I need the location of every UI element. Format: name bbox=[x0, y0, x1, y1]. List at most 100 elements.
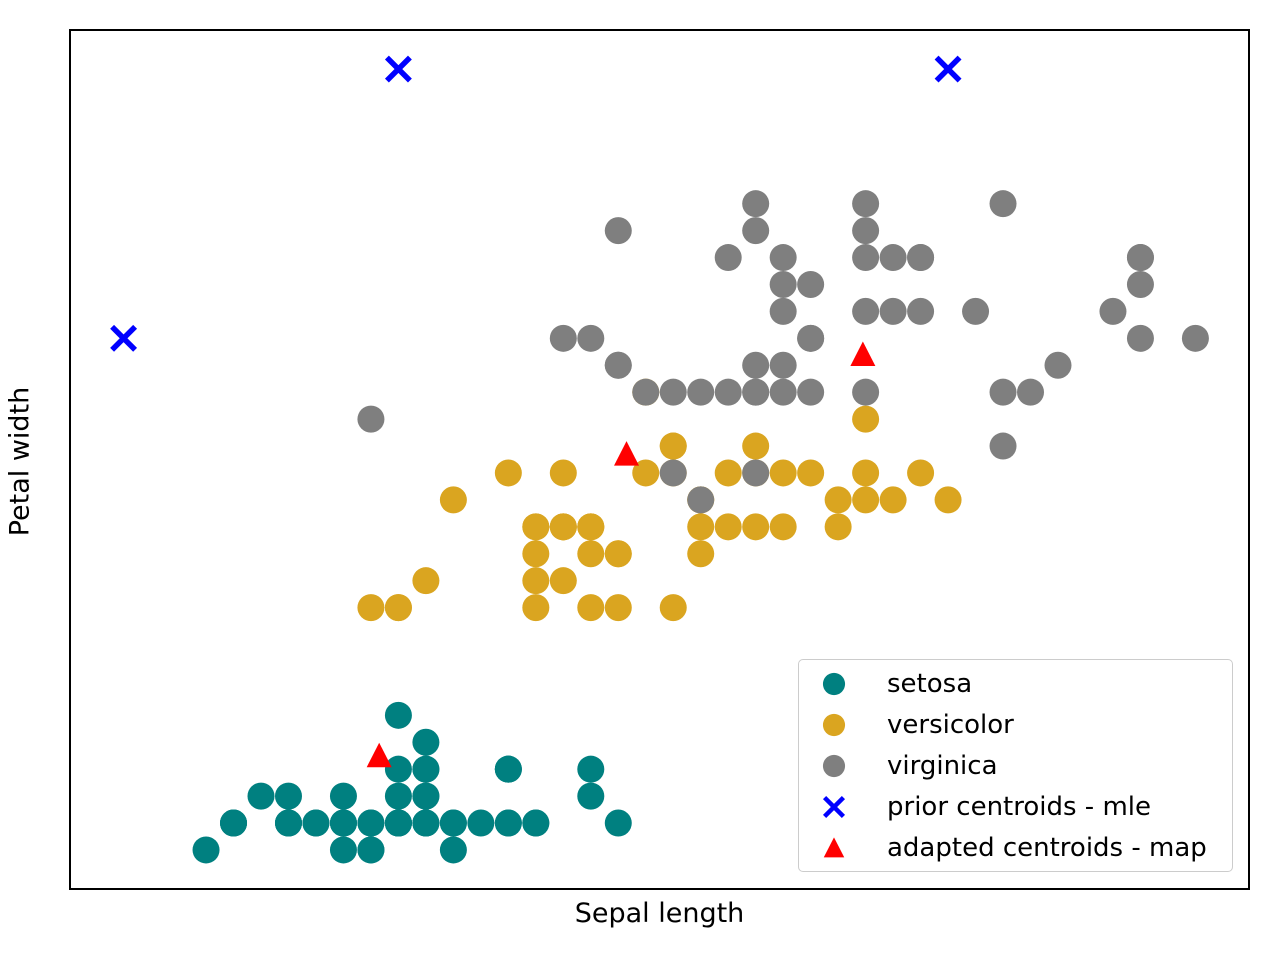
point-setosa bbox=[384, 701, 412, 729]
point-versicolor bbox=[769, 513, 797, 541]
point-virginica bbox=[714, 378, 742, 406]
point-virginica bbox=[879, 244, 907, 272]
point-prior-centroids-mle bbox=[384, 55, 412, 83]
point-versicolor bbox=[907, 459, 935, 487]
point-versicolor bbox=[742, 432, 770, 460]
point-versicolor bbox=[659, 594, 687, 622]
legend-glyph-prior-centroids-mle bbox=[822, 795, 846, 818]
point-versicolor bbox=[549, 567, 577, 595]
point-setosa bbox=[329, 809, 357, 837]
point-adapted-centroids-map bbox=[850, 341, 876, 366]
legend-item-setosa: setosa bbox=[799, 664, 1232, 704]
point-versicolor bbox=[384, 594, 412, 622]
point-virginica bbox=[357, 405, 385, 433]
point-virginica bbox=[769, 378, 797, 406]
point-versicolor bbox=[549, 513, 577, 541]
point-versicolor bbox=[577, 513, 605, 541]
point-virginica bbox=[687, 378, 715, 406]
point-versicolor bbox=[687, 513, 715, 541]
point-setosa bbox=[577, 755, 605, 783]
point-virginica bbox=[659, 459, 687, 487]
point-virginica bbox=[852, 190, 880, 218]
point-versicolor bbox=[824, 486, 852, 514]
legend: setosa versicolor virginica prior centro… bbox=[798, 659, 1233, 872]
point-virginica bbox=[632, 378, 660, 406]
point-setosa bbox=[247, 782, 275, 810]
point-virginica bbox=[852, 244, 880, 272]
point-setosa bbox=[467, 809, 495, 837]
versicolor-marker-icon bbox=[799, 708, 869, 742]
point-virginica bbox=[577, 324, 605, 352]
point-versicolor bbox=[577, 540, 605, 568]
point-adapted-centroids-map bbox=[366, 742, 392, 768]
point-versicolor bbox=[522, 540, 550, 568]
point-adapted-centroids-map bbox=[614, 441, 640, 466]
point-virginica bbox=[742, 459, 770, 487]
point-versicolor bbox=[934, 486, 962, 514]
legend-label-versicolor: versicolor bbox=[887, 709, 1014, 740]
point-virginica bbox=[1126, 244, 1154, 272]
point-virginica bbox=[769, 244, 797, 272]
point-virginica bbox=[989, 378, 1017, 406]
point-versicolor bbox=[852, 486, 880, 514]
point-virginica bbox=[687, 486, 715, 514]
point-versicolor bbox=[824, 513, 852, 541]
point-versicolor bbox=[412, 567, 440, 595]
point-virginica bbox=[769, 270, 797, 298]
point-virginica bbox=[852, 297, 880, 325]
point-setosa bbox=[412, 728, 440, 756]
legend-label-virginica: virginica bbox=[887, 750, 998, 781]
point-versicolor bbox=[549, 459, 577, 487]
point-setosa bbox=[412, 755, 440, 783]
point-versicolor bbox=[659, 432, 687, 460]
adapted-centroids-triangle-icon bbox=[799, 831, 869, 865]
point-setosa bbox=[220, 809, 248, 837]
point-virginica bbox=[1044, 351, 1072, 379]
point-virginica bbox=[907, 244, 935, 272]
x-axis-label: Sepal length bbox=[574, 898, 745, 929]
point-setosa bbox=[494, 809, 522, 837]
point-virginica bbox=[769, 297, 797, 325]
point-setosa bbox=[384, 809, 412, 837]
point-virginica bbox=[1099, 297, 1127, 325]
point-setosa bbox=[604, 809, 632, 837]
point-versicolor bbox=[714, 513, 742, 541]
point-setosa bbox=[412, 782, 440, 810]
legend-item-adapted-centroids-map: adapted centroids - map bbox=[799, 828, 1232, 868]
legend-label-adapted-centroids-map: adapted centroids - map bbox=[887, 832, 1207, 863]
point-virginica bbox=[604, 351, 632, 379]
prior-centroids-x-icon bbox=[799, 790, 869, 824]
point-versicolor bbox=[357, 594, 385, 622]
legend-glyph-virginica bbox=[822, 754, 846, 777]
point-virginica bbox=[797, 324, 825, 352]
point-virginica bbox=[989, 432, 1017, 460]
point-virginica bbox=[852, 217, 880, 245]
point-virginica bbox=[742, 217, 770, 245]
legend-label-setosa: setosa bbox=[887, 668, 973, 699]
point-setosa bbox=[329, 836, 357, 864]
point-versicolor bbox=[852, 459, 880, 487]
legend-glyph-adapted-centroids-map bbox=[823, 836, 845, 857]
legend-item-virginica: virginica bbox=[799, 746, 1232, 786]
point-versicolor bbox=[742, 513, 770, 541]
point-virginica bbox=[852, 378, 880, 406]
point-virginica bbox=[1017, 378, 1045, 406]
point-setosa bbox=[274, 809, 302, 837]
point-setosa bbox=[439, 836, 467, 864]
point-virginica bbox=[549, 324, 577, 352]
point-setosa bbox=[577, 782, 605, 810]
point-virginica bbox=[797, 378, 825, 406]
point-virginica bbox=[742, 190, 770, 218]
plot-area bbox=[69, 29, 1250, 890]
point-versicolor bbox=[522, 567, 550, 595]
point-versicolor bbox=[604, 594, 632, 622]
point-versicolor bbox=[439, 486, 467, 514]
point-virginica bbox=[769, 351, 797, 379]
point-virginica bbox=[714, 244, 742, 272]
point-setosa bbox=[357, 836, 385, 864]
point-prior-centroids-mle bbox=[110, 324, 138, 352]
point-versicolor bbox=[769, 459, 797, 487]
point-versicolor bbox=[522, 513, 550, 541]
